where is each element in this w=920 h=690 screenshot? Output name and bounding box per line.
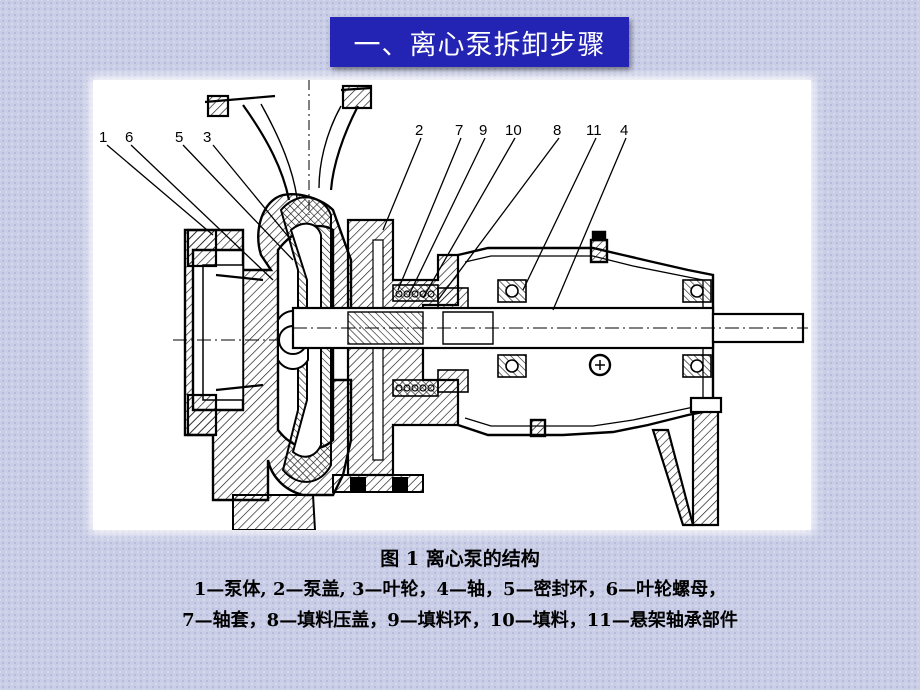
part-label-5: 5 [175,129,183,146]
bearings [497,279,712,378]
part-label-8: 8 [553,122,561,139]
part-label-1: 1 [99,129,107,146]
centrifugal-pump-cross-section: 1 6 5 3 2 7 9 10 8 11 4 [99,80,808,530]
parts-legend-line-1: 1—泵体, 2—泵盖, 3—叶轮，4—轴，5—密封环，6—叶轮螺母， [193,579,727,600]
part-number-labels: 1 6 5 3 2 7 9 10 8 11 4 [99,122,628,146]
leader-lines [106,137,627,311]
support-foot [651,396,723,527]
part-label-2: 2 [415,122,423,139]
part-label-6: 6 [125,129,133,146]
slide-title: 一、离心泵拆卸步骤 [330,17,629,67]
pump-diagram-frame: 1 6 5 3 2 7 9 10 8 11 4 [93,80,811,530]
packing-gland [392,284,469,397]
casing-base [232,474,424,530]
parts-legend-line-2: 7—轴套，8—填料压盖，9—填料环，10—填料，11—悬架轴承部件 [182,610,738,631]
part-label-3: 3 [203,129,211,146]
pump-shaft [291,306,808,350]
part-label-11: 11 [586,122,602,139]
part-label-4: 4 [620,122,628,139]
part-label-9: 9 [479,122,487,139]
part-label-7: 7 [455,122,463,139]
discharge-nozzle [204,80,373,215]
part-label-10: 10 [505,122,522,139]
figure-caption: 图 1 离心泵的结构 [380,548,540,570]
